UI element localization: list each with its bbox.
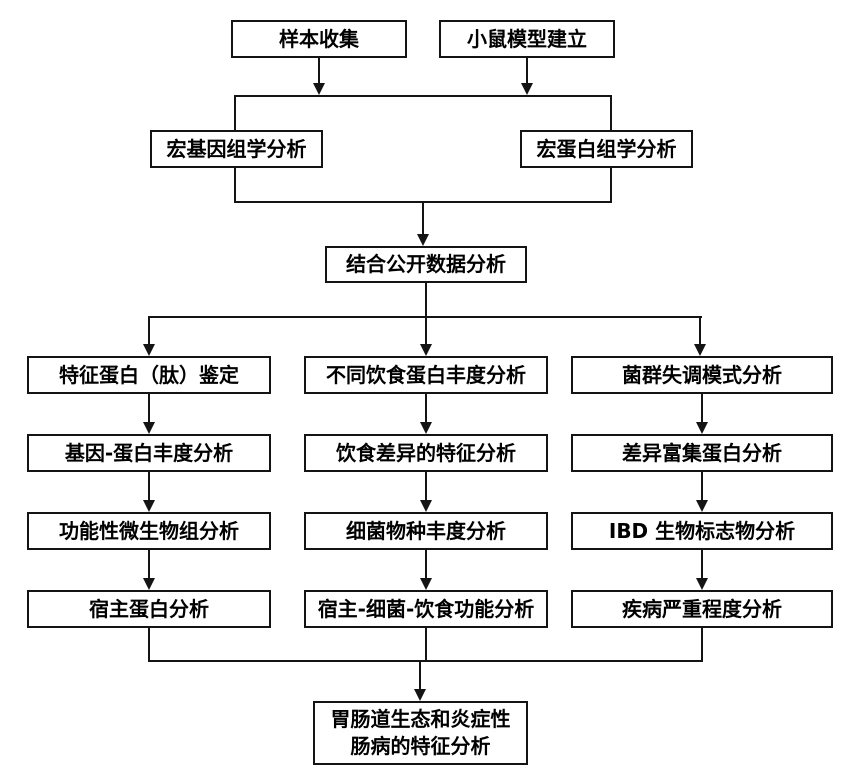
arrow-col2-gap1-head bbox=[420, 422, 432, 434]
arrow-col3-gap3-head bbox=[696, 578, 708, 590]
node-bacteria-species-abundance: 细菌物种丰度分析 bbox=[304, 512, 548, 550]
arrow-col1-gap2-head bbox=[143, 500, 155, 512]
node-final-summary: 胃肠道生态和炎症性 肠病的特征分析 bbox=[313, 701, 528, 765]
arrow-merge-down-line bbox=[419, 660, 421, 689]
arrow-branch-mid-line bbox=[425, 317, 427, 344]
node-combined-public-data: 结合公开数据分析 bbox=[325, 246, 527, 283]
node-ibd-biomarker: IBD 生物标志物分析 bbox=[571, 512, 833, 550]
arrow-col1-gap1-line bbox=[148, 394, 150, 422]
node-functional-microbiome: 功能性微生物组分析 bbox=[27, 512, 271, 550]
node-metagenomics: 宏基因组学分析 bbox=[150, 130, 323, 168]
arrow-col1-gap1-head bbox=[143, 422, 155, 434]
node-dysbiosis-pattern: 菌群失调模式分析 bbox=[571, 356, 833, 394]
arrow-mouse-down-line bbox=[526, 58, 528, 83]
arrow-col2-gap3-line bbox=[425, 550, 427, 578]
arrow-sample-down-head bbox=[313, 83, 325, 95]
arrow-col2-gap2-head bbox=[420, 500, 432, 512]
node-differential-enriched-protein: 差异富集蛋白分析 bbox=[571, 434, 833, 472]
merge-right-line bbox=[701, 628, 703, 662]
final-summary-line2: 肠病的特征分析 bbox=[350, 734, 491, 758]
arrow-col1-gap3-line bbox=[148, 550, 150, 578]
node-sample-collection: 样本收集 bbox=[231, 20, 407, 58]
arrow-col1-gap3-head bbox=[143, 578, 155, 590]
arrow-mouse-down-head bbox=[521, 83, 533, 95]
node-metaproteomics: 宏蛋白组学分析 bbox=[520, 130, 693, 168]
arrow-col3-gap2-head bbox=[696, 500, 708, 512]
merge-horizontal-line bbox=[148, 660, 703, 662]
final-summary-text: 胃肠道生态和炎症性 肠病的特征分析 bbox=[331, 706, 511, 760]
arrow-merge-down-head bbox=[414, 689, 426, 701]
arrow-branch-right-head bbox=[694, 344, 706, 356]
arrow-branch-left-head bbox=[143, 344, 155, 356]
node-gene-protein-abundance: 基因-蛋白丰度分析 bbox=[27, 434, 271, 472]
node-diet-difference-features: 饮食差异的特征分析 bbox=[304, 434, 548, 472]
arrow-omics-to-combined-line bbox=[422, 203, 424, 234]
arrow-col1-gap2-line bbox=[148, 472, 150, 500]
arrow-col3-gap1-head bbox=[696, 422, 708, 434]
node-host-protein: 宿主蛋白分析 bbox=[27, 590, 271, 628]
arrow-col3-gap1-line bbox=[701, 394, 703, 422]
arrow-col2-gap1-line bbox=[425, 394, 427, 422]
merge-left-line bbox=[148, 628, 150, 662]
arrow-omics-to-combined-head bbox=[417, 234, 429, 246]
node-host-bacteria-diet-function: 宿主-细菌-饮食功能分析 bbox=[304, 590, 548, 628]
arrow-col3-gap3-line bbox=[701, 550, 703, 578]
arrow-col2-gap3-head bbox=[420, 578, 432, 590]
merge-mid-line bbox=[425, 628, 427, 662]
arrow-branch-left-line bbox=[148, 317, 150, 344]
node-mouse-model: 小鼠模型建立 bbox=[439, 20, 615, 58]
node-disease-severity: 疾病严重程度分析 bbox=[571, 590, 833, 628]
arrow-col2-gap2-line bbox=[425, 472, 427, 500]
node-feature-peptide-identification: 特征蛋白（肽）鉴定 bbox=[27, 356, 271, 394]
node-diet-protein-abundance: 不同饮食蛋白丰度分析 bbox=[304, 356, 548, 394]
arrow-branch-mid-head bbox=[420, 344, 432, 356]
arrow-branch-right-line bbox=[699, 317, 701, 344]
arrow-sample-down-line bbox=[318, 58, 320, 83]
final-summary-line1: 胃肠道生态和炎症性 bbox=[330, 707, 511, 731]
branch-stem-line bbox=[425, 283, 427, 318]
arrow-col3-gap2-line bbox=[701, 472, 703, 500]
